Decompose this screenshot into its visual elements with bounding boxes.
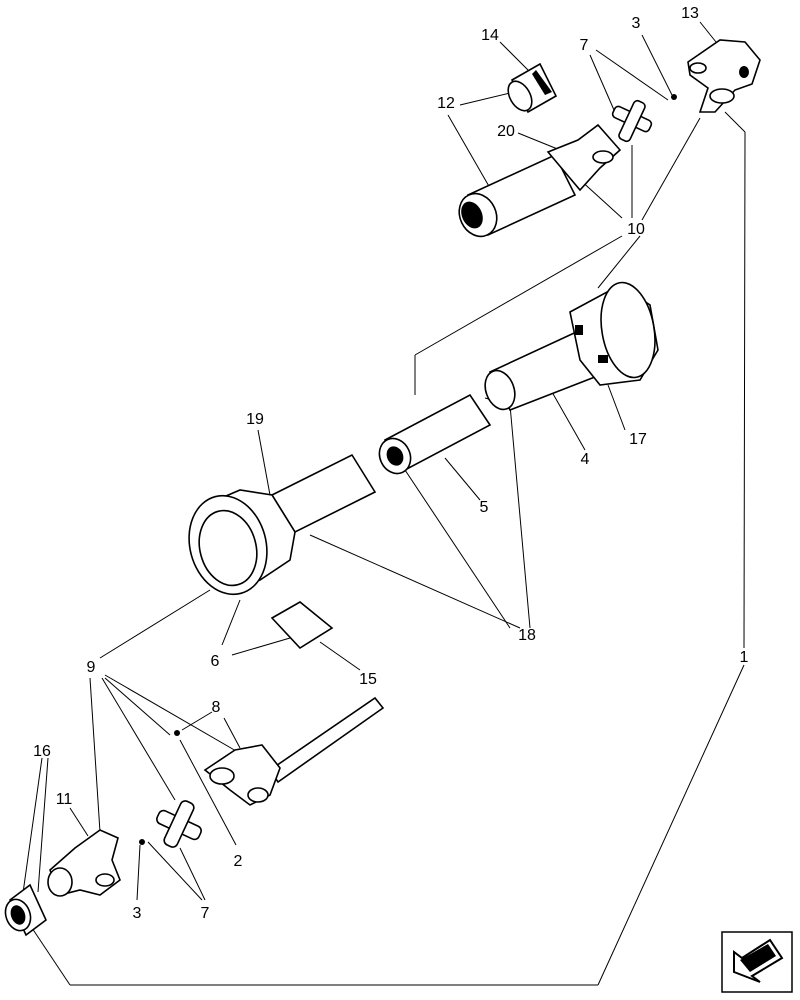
callout-3-bottom: 3 <box>133 905 142 922</box>
grease-nipple-8 <box>174 730 180 736</box>
grease-nipple-3-bottom <box>139 839 145 845</box>
bushing-14 <box>507 62 558 114</box>
callout-19: 19 <box>246 411 264 428</box>
nav-arrow-box[interactable] <box>721 931 793 993</box>
shaft-2 <box>203 696 385 806</box>
callout-2: 2 <box>234 853 243 870</box>
callout-10: 10 <box>627 221 645 238</box>
outer-tube-19 <box>188 453 377 596</box>
callout-1: 1 <box>740 649 749 666</box>
callout-6: 6 <box>211 653 220 670</box>
callout-9: 9 <box>87 659 96 676</box>
cross-7-bottom <box>156 800 202 848</box>
callout-20: 20 <box>497 123 515 140</box>
callout-5: 5 <box>480 499 489 516</box>
callout-14: 14 <box>481 27 499 44</box>
outer-tube-17 <box>484 281 659 412</box>
callout-13: 13 <box>681 5 699 22</box>
cap-16 <box>4 883 47 937</box>
callout-labels: 1 2 3 3 4 5 6 7 7 8 9 10 11 12 13 14 15 … <box>33 5 748 922</box>
callout-7-top: 7 <box>580 37 589 54</box>
callout-3-top: 3 <box>632 15 641 32</box>
callout-18: 18 <box>518 627 536 644</box>
callout-4: 4 <box>581 451 590 468</box>
callout-11: 11 <box>56 791 73 808</box>
callout-7-bottom: 7 <box>201 905 210 922</box>
yoke-11 <box>47 829 121 897</box>
grease-nipple-3-top <box>671 94 677 100</box>
callout-17: 17 <box>629 431 647 448</box>
tube-5 <box>378 393 492 475</box>
inner-tube-12 <box>458 123 622 238</box>
callout-15: 15 <box>359 671 377 688</box>
shield-15 <box>270 601 334 650</box>
callout-12: 12 <box>437 95 455 112</box>
cross-7-top <box>611 99 653 143</box>
leader-lines <box>21 21 746 986</box>
callout-16: 16 <box>33 743 51 760</box>
callout-8: 8 <box>212 699 221 716</box>
yoke-13 <box>687 39 761 113</box>
